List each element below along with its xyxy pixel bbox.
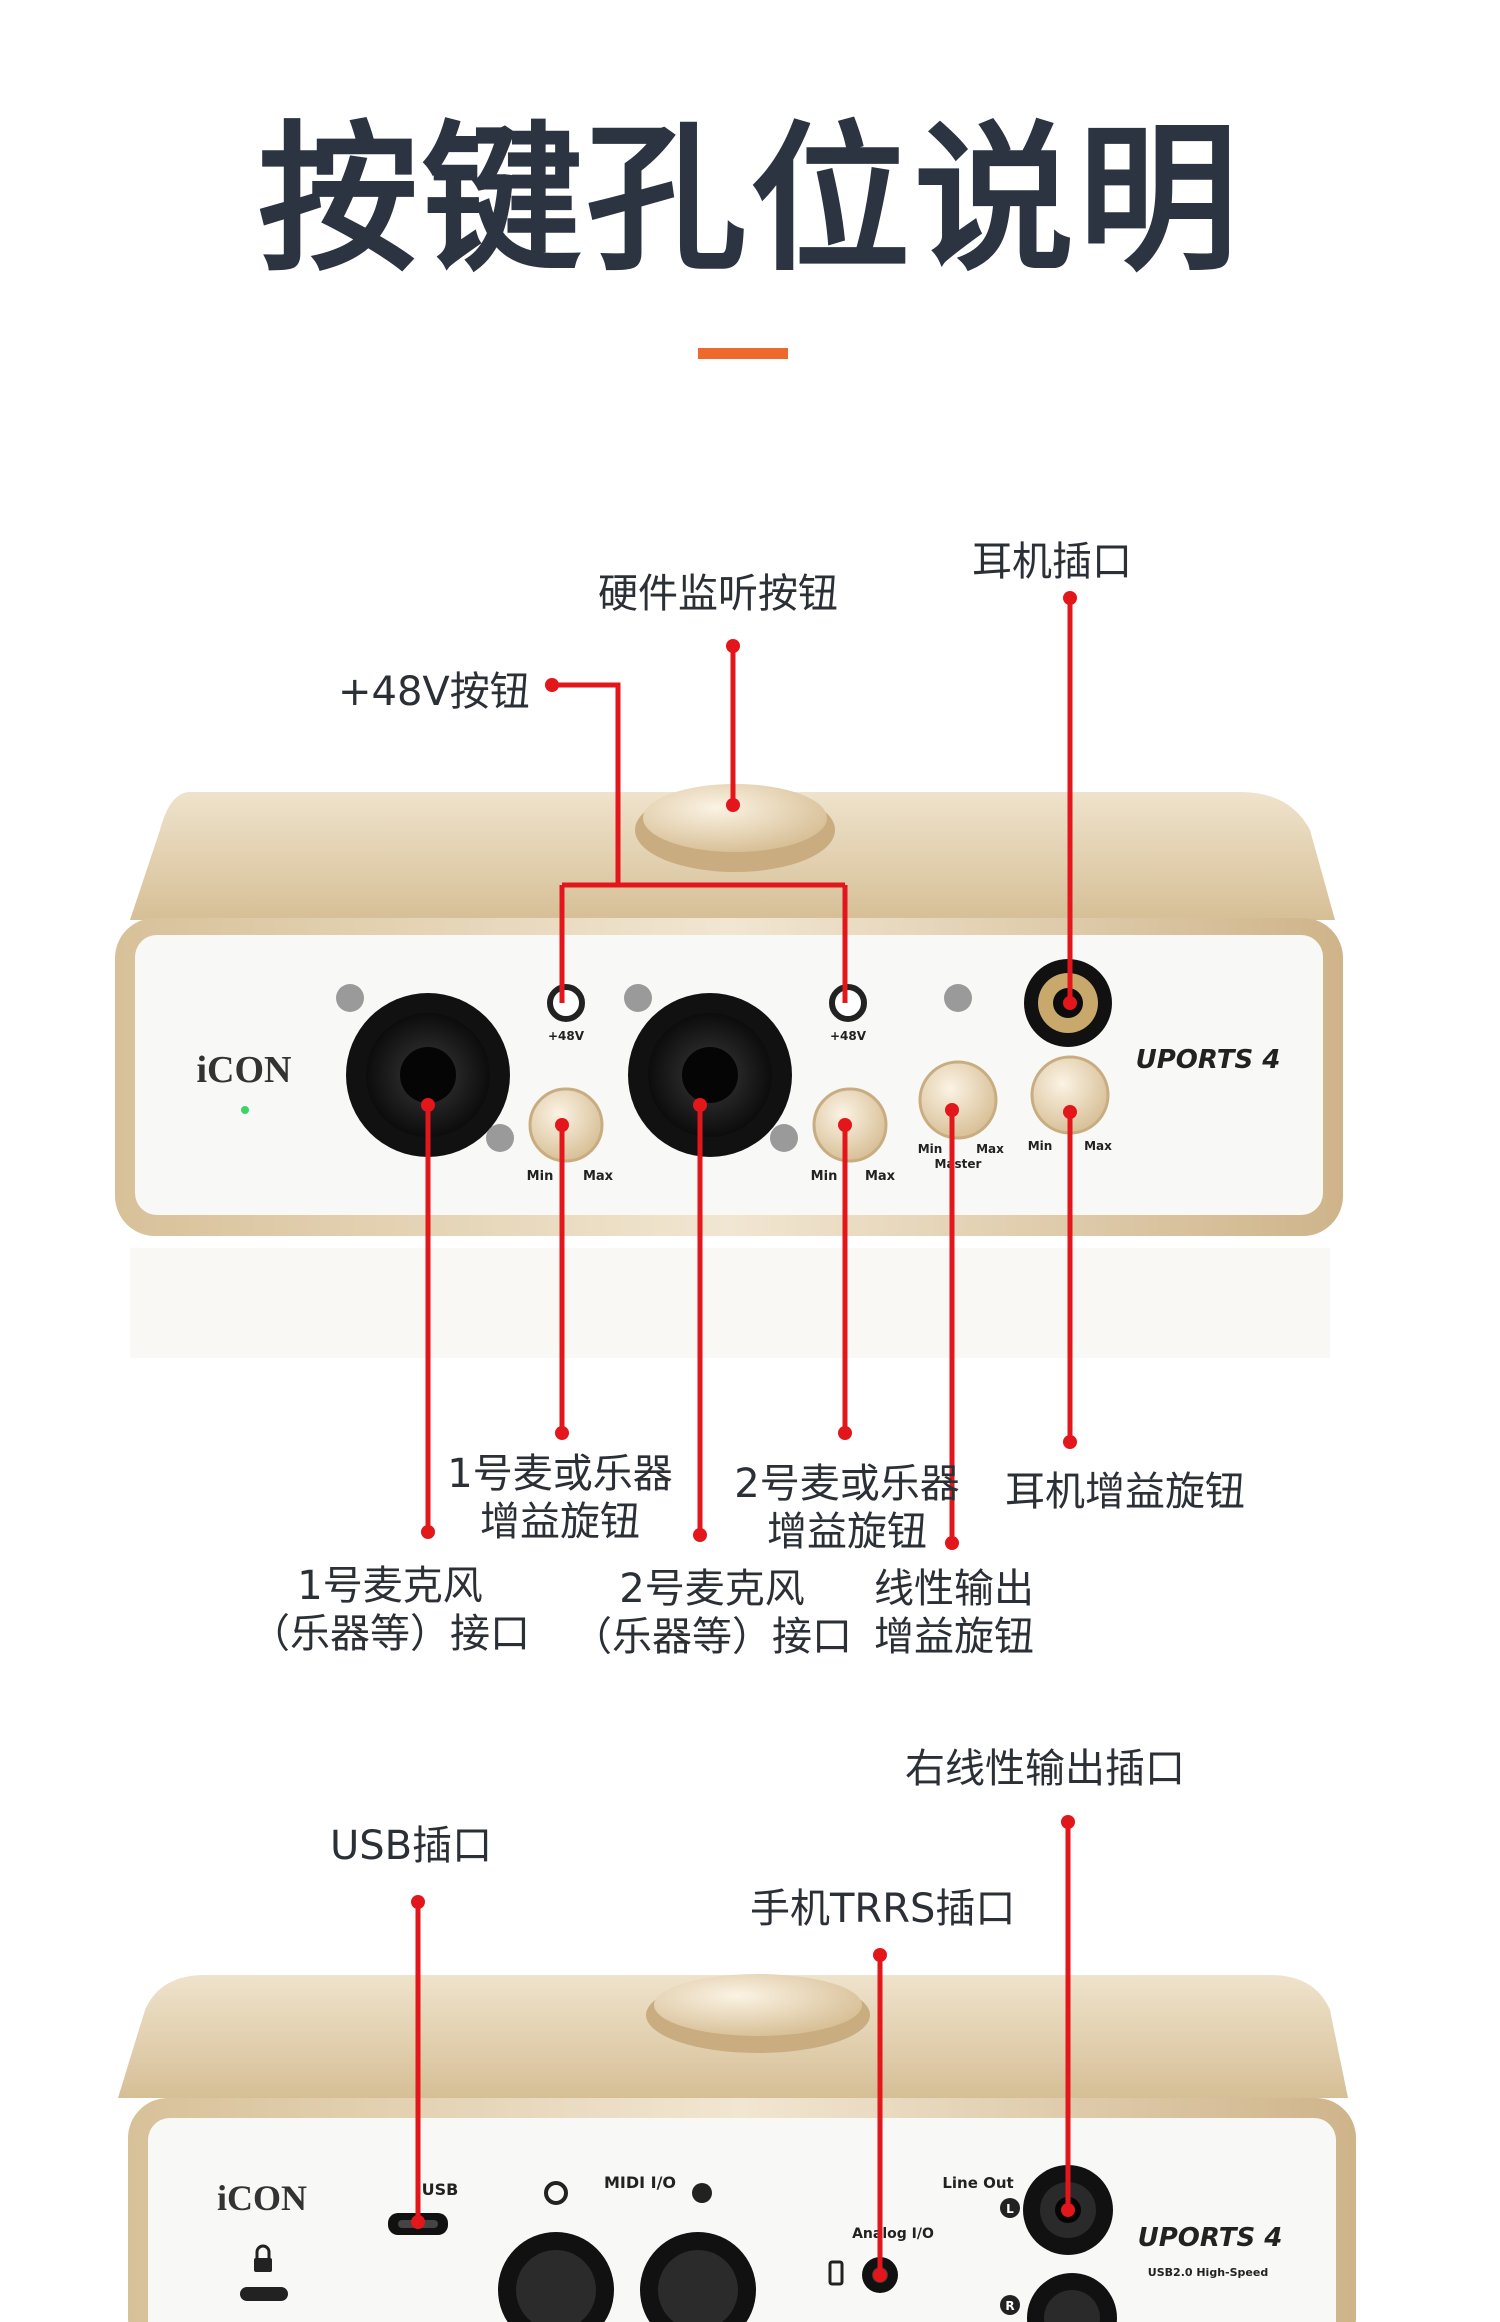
label-line-out-gain-line1: 线性输出 xyxy=(874,1566,1034,1612)
front-pointer-lines xyxy=(425,598,1073,1543)
label-headphone-gain: 耳机增益旋钮 xyxy=(1005,1469,1245,1515)
usb-text: USB xyxy=(422,2180,459,2199)
label-mic1-input: 1号麦克风 （乐器等）接口 xyxy=(240,1562,540,1658)
label-mic2-input-line1: 2号麦克风 xyxy=(619,1566,805,1612)
mic1-combo-jack[interactable] xyxy=(336,984,514,1157)
label-phantom-button: +48V按钮 xyxy=(338,669,530,715)
front-unit: iCON +48V Min Max +48V Min Ma xyxy=(115,784,1343,1236)
line-out-gain-knob[interactable] xyxy=(918,1060,998,1140)
phantom-button-2[interactable] xyxy=(829,984,867,1022)
knob1-max: Max xyxy=(583,1169,614,1184)
left-mark: L xyxy=(1006,2202,1014,2216)
hp-min: Min xyxy=(1028,1139,1053,1153)
knob2-max: Max xyxy=(865,1169,896,1184)
lineout-text: Line Out xyxy=(942,2174,1013,2192)
label-mic1-input-line2: （乐器等）接口 xyxy=(250,1611,530,1657)
back-unit: iCON USB MIDI I/O Analog I/O Line Out L xyxy=(118,1974,1356,2322)
power-led xyxy=(241,1106,249,1114)
label-mic2-input: 2号麦克风 （乐器等）接口 xyxy=(562,1565,862,1661)
label-mic2-gain: 2号麦或乐器 增益旋钮 xyxy=(717,1460,977,1556)
label-line-out-gain-line2: 增益旋钮 xyxy=(874,1614,1034,1660)
label-line-out-gain: 线性输出 增益旋钮 xyxy=(864,1565,1044,1661)
back-model-logo: UPORTS 4 xyxy=(1138,2223,1283,2253)
back-pointer-dots xyxy=(411,1815,1075,2282)
label-mic1-gain-line2: 增益旋钮 xyxy=(480,1499,640,1545)
right-mark: R xyxy=(1005,2299,1014,2313)
front-model-logo: UPORTS 4 xyxy=(1136,1045,1281,1075)
label-mic2-gain-line2: 增益旋钮 xyxy=(767,1509,927,1555)
mic2-combo-jack[interactable] xyxy=(624,984,798,1157)
master-text: Master xyxy=(935,1157,982,1171)
label-monitor-button: 硬件监听按钮 xyxy=(598,571,838,617)
label-mic1-gain-line1: 1号麦或乐器 xyxy=(447,1451,673,1497)
label-mic2-gain-line1: 2号麦或乐器 xyxy=(734,1461,960,1507)
reflection xyxy=(130,1248,1330,1358)
analog-text: Analog I/O xyxy=(852,2226,934,2242)
midi-text: MIDI I/O xyxy=(604,2173,676,2192)
knob2-min: Min xyxy=(811,1169,838,1184)
back-pointer-lines xyxy=(415,1822,1071,2275)
label-mic1-gain: 1号麦或乐器 增益旋钮 xyxy=(440,1450,680,1546)
knob1-min: Min xyxy=(527,1169,554,1184)
phantom-text-2: +48V xyxy=(830,1029,867,1043)
back-brand-logo: iCON xyxy=(217,2178,307,2218)
phone-icon xyxy=(828,2260,844,2286)
lock-icon xyxy=(240,2244,288,2301)
page-title: 按键孔位说明 xyxy=(257,106,1242,293)
label-mic2-input-line2: （乐器等）接口 xyxy=(572,1614,852,1660)
phantom-button-1[interactable] xyxy=(547,984,585,1022)
title-underline xyxy=(698,348,788,359)
label-mic1-input-line1: 1号麦克风 xyxy=(297,1563,483,1609)
phantom-text-1: +48V xyxy=(548,1029,585,1043)
master-max: Max xyxy=(976,1142,1004,1156)
master-min: Min xyxy=(918,1142,943,1156)
label-right-line-out: 右线性输出插口 xyxy=(905,1746,1185,1792)
front-brand-logo: iCON xyxy=(197,1049,292,1091)
hp-max: Max xyxy=(1084,1139,1112,1153)
label-headphone-jack: 耳机插口 xyxy=(972,539,1132,585)
label-trrs-port: 手机TRRS插口 xyxy=(750,1886,1016,1932)
front-pointer-dots xyxy=(421,591,1077,1550)
back-model-sub: USB2.0 High-Speed xyxy=(1148,2266,1268,2279)
label-usb-port: USB插口 xyxy=(330,1823,493,1869)
